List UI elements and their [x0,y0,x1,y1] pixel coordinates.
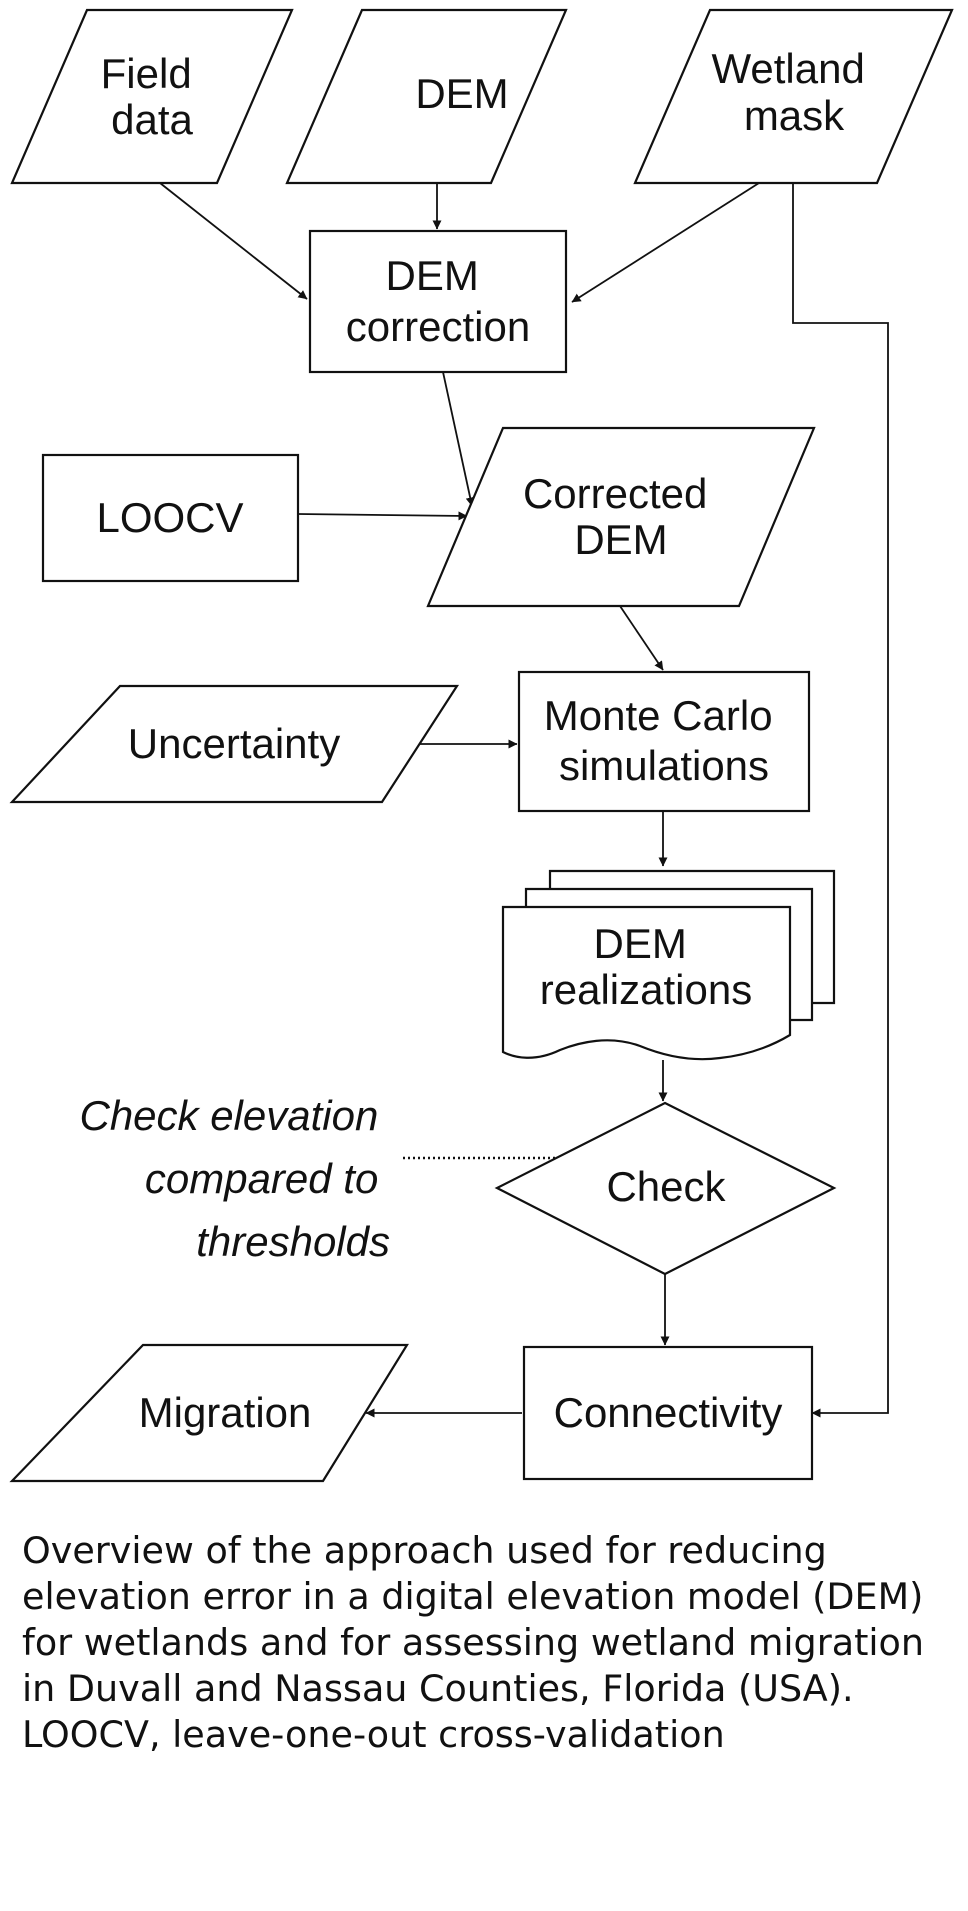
flowchart: Field data DEM Wetland mask DEM correcti… [9,8,954,1483]
node-connectivity [522,1345,814,1481]
node-field-data [10,8,294,185]
label-monte-carlo: Monte Carlo simulations [544,692,784,789]
node-dem-realizations [501,869,836,1061]
node-wetland-mask [633,8,954,185]
label-dem-realizations: DEM realizations [540,920,752,1013]
node-monte-carlo [517,670,811,813]
edge-loocv-to-corrected-dem [297,511,468,521]
edge-wetland-mask-to-connectivity [792,183,889,1418]
label-check: Check [606,1163,726,1210]
node-dem [285,8,568,185]
node-migration [9,1343,409,1483]
node-loocv [41,453,300,583]
label-migration: Migration [139,1389,312,1436]
node-dem-correction [308,229,568,374]
figure-caption: Overview of the approach used for reduci… [22,1529,925,1756]
node-check [494,1101,837,1276]
edge-corrected-dem-to-monte-carlo [619,605,664,671]
label-dem: DEM [415,70,508,117]
label-loocv: LOOCV [96,494,243,541]
label-wetland-mask: Wetland mask [712,45,877,139]
edge-field-data-to-dem-correction [159,182,308,300]
label-corrected-dem: Corrected DEM [523,470,719,563]
label-connectivity: Connectivity [554,1389,783,1436]
label-dem-correction: DEM correction [346,252,530,350]
node-uncertainty [9,684,460,804]
label-uncertainty: Uncertainty [128,720,340,767]
edge-wetland-mask-to-dem-correction [571,182,760,303]
node-corrected-dem [426,426,816,608]
annotation-check-elevation: Check elevation compared to thresholds [79,1092,390,1265]
label-field-data: Field data [101,50,204,143]
edge-dem-correction-to-corrected-dem [442,371,475,507]
